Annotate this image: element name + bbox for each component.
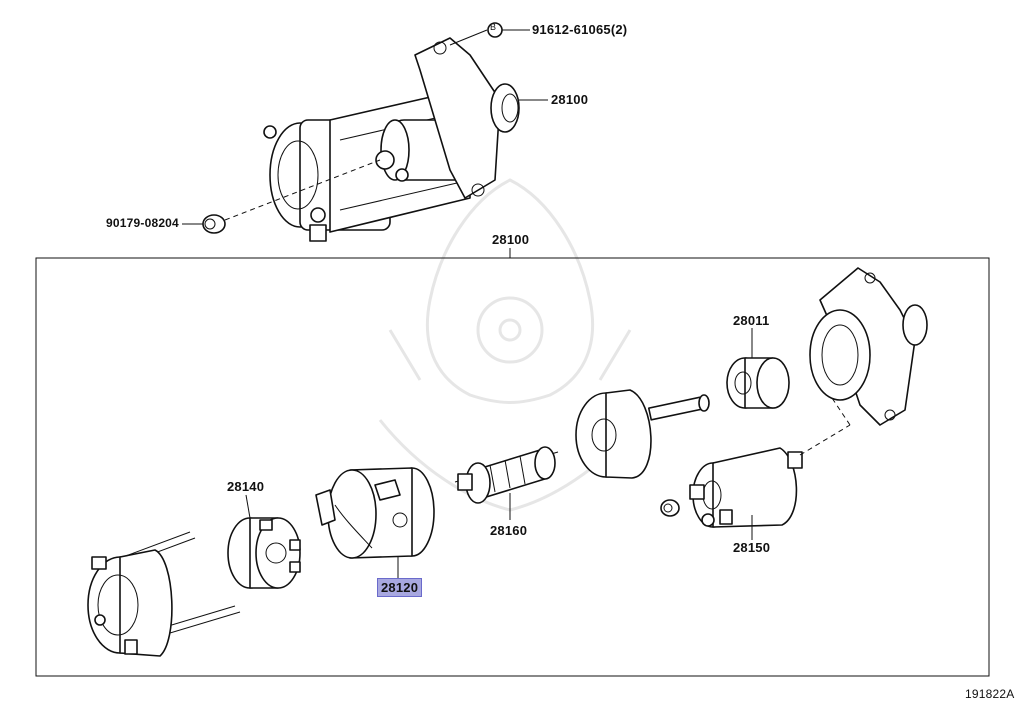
part-label-nut[interactable]: 90179-08204 [106,216,179,230]
part-label-assembly[interactable]: 28100 [492,232,530,247]
illustration-code: 191822A [965,687,1015,701]
clutch-part [726,357,790,409]
part-label-yoke-highlighted[interactable]: 28120 [377,578,423,597]
brush-holder-part [227,517,301,589]
assembly-bracket-box [35,257,990,677]
armature-part [454,446,559,504]
part-label-starter-top[interactable]: 28100 [551,92,589,107]
part-label-solenoid[interactable]: 28150 [733,540,771,555]
end-cover-part [87,531,241,657]
part-label-clutch[interactable]: 28011 [733,313,770,328]
starter-motor-assembly [263,37,520,242]
front-housing-part [809,267,928,426]
small-nut-part [660,499,680,517]
nut-part [202,214,226,234]
solenoid-part [689,447,803,528]
yoke-part [315,467,435,559]
part-label-bolt[interactable]: 91612-61065(2) [532,22,628,37]
part-label-armature[interactable]: 28160 [490,523,528,538]
bolt-symbol-letter: B [490,22,497,32]
part-label-brush-holder[interactable]: 28140 [227,479,265,494]
drive-shaft-part [575,389,710,479]
bolt-symbol-circle [487,22,503,38]
